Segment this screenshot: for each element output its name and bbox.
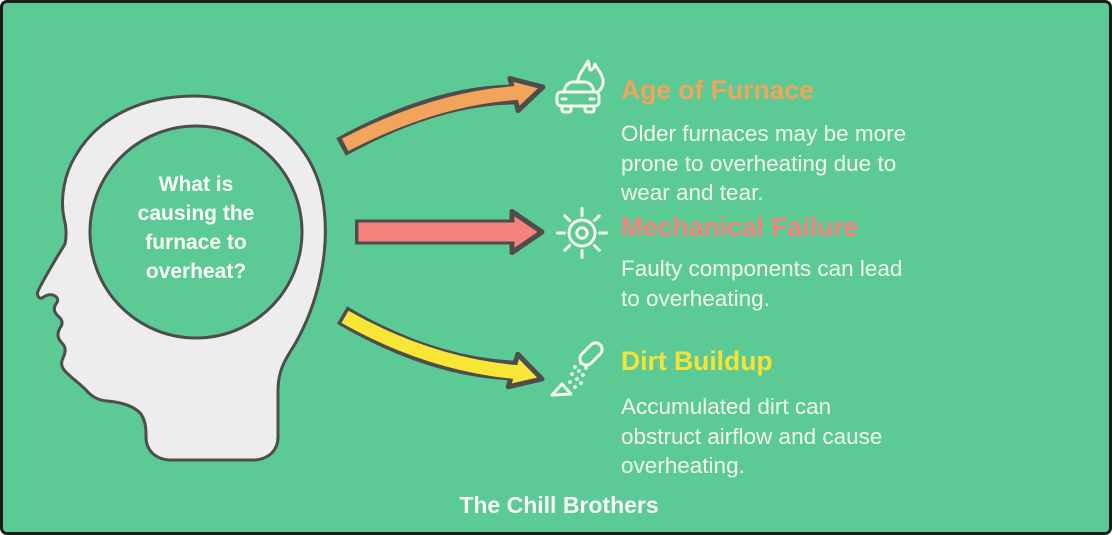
question-line: What is — [158, 173, 234, 196]
brain-circle — [88, 124, 304, 340]
straight-arrow — [355, 209, 545, 255]
cause-title-mechanical-failure: Mechanical Failure — [621, 212, 859, 242]
curved-down-arrow — [336, 306, 545, 390]
cause-description-mechanical-failure: Faulty components can lead to overheatin… — [621, 256, 903, 311]
brand-name: The Chill Brothers — [459, 492, 659, 518]
question-line: causing the — [137, 202, 255, 225]
question-line: furnace to — [145, 231, 247, 254]
dirt-spray-icon — [550, 341, 604, 397]
cause-title-age-of-furnace: Age of Furnace — [621, 75, 814, 105]
gear-icon — [556, 207, 608, 259]
question-line: overheat? — [145, 260, 247, 283]
curved-up-arrow — [336, 76, 546, 156]
central-question: What is causing the furnace to overheat? — [108, 170, 284, 286]
burning-furnace-icon — [555, 59, 605, 114]
cause-description-dirt-buildup: Accumulated dirt can obstruct airflow an… — [621, 394, 883, 478]
cause-title-dirt-buildup: Dirt Buildup — [621, 346, 773, 376]
cause-description-age-of-furnace: Older furnaces may be more prone to over… — [621, 121, 907, 205]
artwork-layer — [36, 76, 546, 462]
